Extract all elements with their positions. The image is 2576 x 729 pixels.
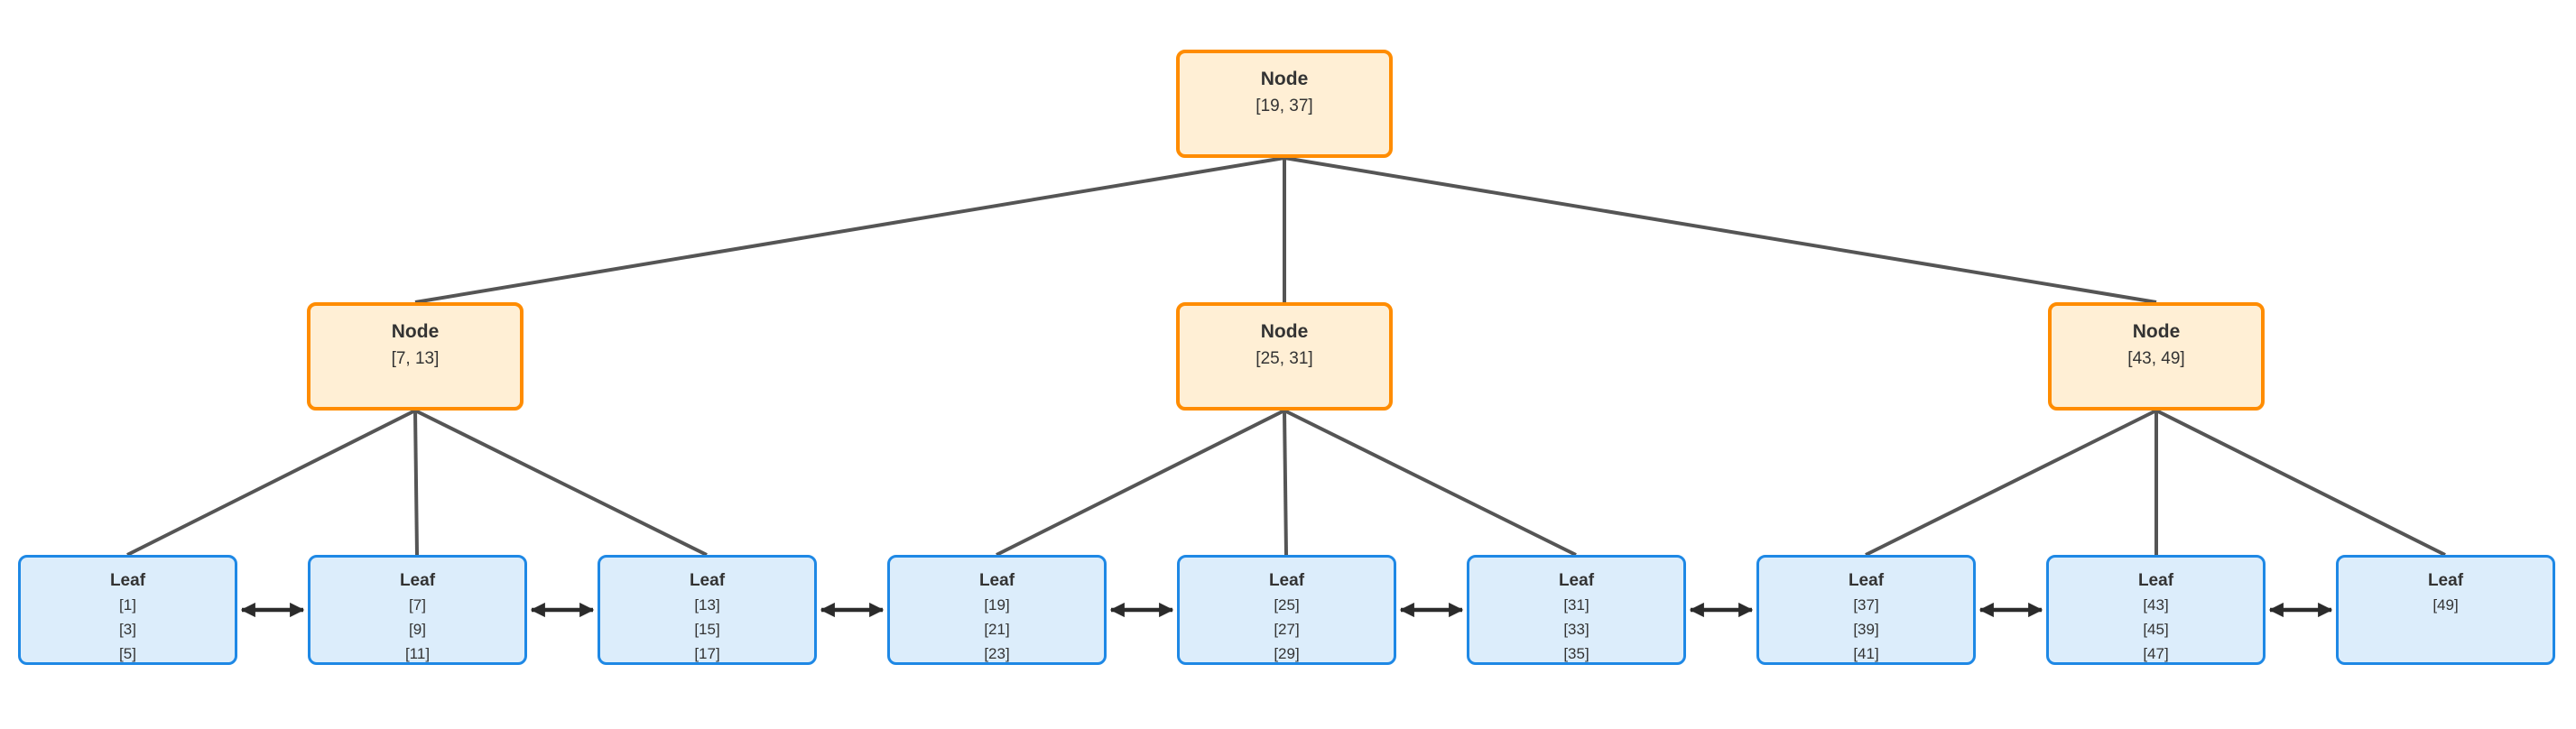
leaf-value: [43] <box>2143 596 2169 614</box>
leaf-title: Leaf <box>978 571 1015 590</box>
leaf-title: Leaf <box>1268 571 1305 590</box>
leaf-value: [47] <box>2143 645 2169 662</box>
leaf-value: [3] <box>119 621 136 638</box>
internal-node-3: Node [43, 49] <box>2048 302 2265 411</box>
leaf-node-9: Leaf [49] <box>2336 555 2555 665</box>
leaf-value: [45] <box>2143 621 2169 638</box>
node-keys: [7, 13] <box>391 349 440 368</box>
leaf-value: [13] <box>694 596 720 614</box>
tree-edge <box>414 409 708 557</box>
tree-edges <box>126 156 2446 557</box>
leaf-value: [35] <box>1563 645 1589 662</box>
tree-edge <box>996 409 1285 557</box>
leaf-node-1: Leaf [1] [3] [5] <box>18 555 237 665</box>
leaf-title: Leaf <box>1848 571 1885 590</box>
leaf-title: Leaf <box>1558 571 1595 590</box>
leaf-value: [39] <box>1853 621 1879 638</box>
leaf-node-6: Leaf [31] [33] [35] <box>1467 555 1686 665</box>
leaf-value: [25] <box>1274 596 1300 614</box>
node-keys: [43, 49] <box>2127 349 2185 368</box>
leaf-value: [21] <box>984 621 1010 638</box>
leaf-title: Leaf <box>399 571 436 590</box>
leaf-value: [31] <box>1563 596 1589 614</box>
leaf-node-3: Leaf [13] [15] [17] <box>598 555 817 665</box>
internal-node-1: Node [7, 13] <box>307 302 524 411</box>
leaf-value: [11] <box>404 645 431 662</box>
tree-edge <box>2155 409 2446 557</box>
tree-edge <box>1865 409 2157 557</box>
tree-edge <box>413 410 419 556</box>
leaf-value: [7] <box>409 596 426 614</box>
leaf-value: [19] <box>984 596 1010 614</box>
tree-edge <box>1283 410 1288 556</box>
leaf-value: [17] <box>694 645 720 662</box>
leaf-value: [33] <box>1563 621 1589 638</box>
node-title: Node <box>1260 69 1309 89</box>
leaf-title: Leaf <box>2137 571 2174 590</box>
leaf-node-5: Leaf [25] [27] [29] <box>1177 555 1396 665</box>
leaf-node-7: Leaf [37] [39] [41] <box>1756 555 1976 665</box>
leaf-title: Leaf <box>109 571 146 590</box>
leaf-value: [9] <box>409 621 426 638</box>
node-title: Node <box>2132 321 2181 342</box>
leaf-node-2: Leaf [7] [9] [11] <box>308 555 527 665</box>
leaf-title: Leaf <box>689 571 726 590</box>
leaf-value: [1] <box>119 596 136 614</box>
leaf-title: Leaf <box>2427 571 2464 590</box>
leaf-value: [27] <box>1274 621 1300 638</box>
leaf-value: [15] <box>694 621 720 638</box>
tree-edge <box>1283 409 1577 557</box>
leaf-value: [49] <box>2432 596 2459 614</box>
tree-edge <box>1283 156 2157 304</box>
leaf-value: [5] <box>119 645 136 662</box>
internal-node-2: Node [25, 31] <box>1176 302 1393 411</box>
leaf-value: [23] <box>984 645 1010 662</box>
leaf-value: [37] <box>1853 596 1879 614</box>
leaf-node-8: Leaf [43] [45] [47] <box>2046 555 2266 665</box>
node-keys: [25, 31] <box>1256 349 1313 368</box>
leaf-value: [41] <box>1853 645 1879 662</box>
node-keys: [19, 37] <box>1256 97 1313 115</box>
leaf-value: [29] <box>1274 645 1300 662</box>
node-title: Node <box>391 321 440 342</box>
tree-edge <box>414 156 1285 304</box>
leaf-node-4: Leaf [19] [21] [23] <box>887 555 1107 665</box>
tree-edge <box>126 409 416 557</box>
root-node: Node [19, 37] <box>1176 50 1393 158</box>
node-title: Node <box>1260 321 1309 342</box>
